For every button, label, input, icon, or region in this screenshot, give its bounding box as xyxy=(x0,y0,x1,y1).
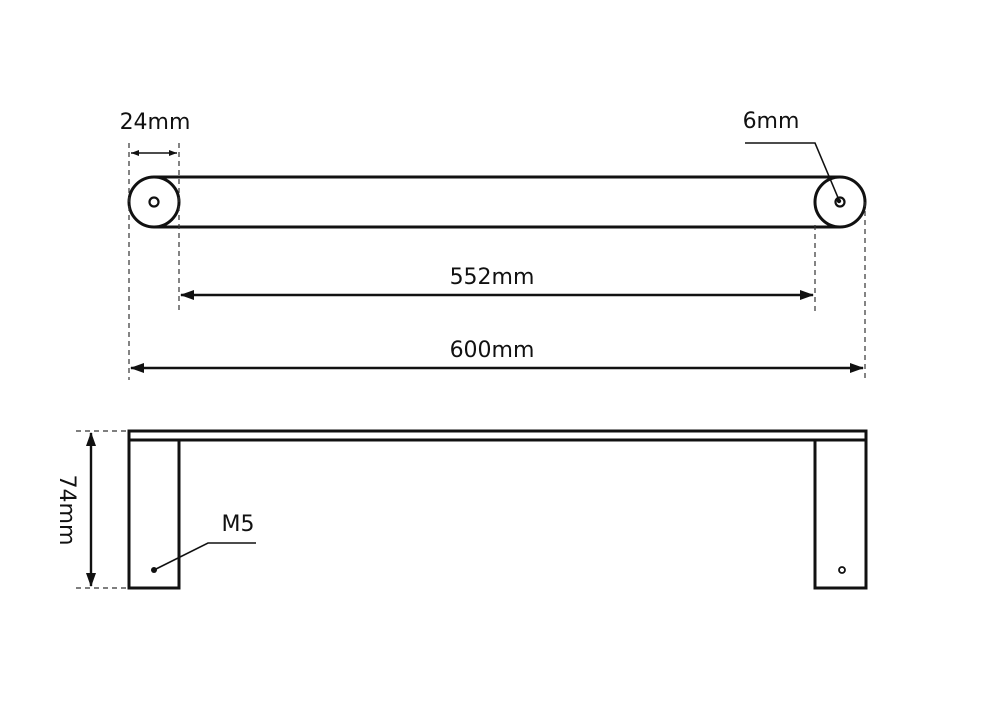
extension-lines xyxy=(76,143,866,589)
left-post xyxy=(127,438,181,590)
thread-label: M5 xyxy=(222,512,255,537)
top-view xyxy=(127,175,867,229)
end-diameter-label: 24mm xyxy=(120,110,191,135)
right-thread-hole xyxy=(838,566,846,574)
dimension-552mm: 552mm xyxy=(180,265,814,300)
height-label: 74mm xyxy=(54,475,79,546)
side-view xyxy=(127,429,868,590)
hole-diameter-label: 6mm xyxy=(743,109,800,134)
center-distance-label: 552mm xyxy=(450,265,535,290)
right-screw-hole xyxy=(834,196,846,208)
dimension-74mm: 74mm xyxy=(54,432,96,587)
left-mount-circle xyxy=(127,175,181,229)
dimension-24mm: 24mm xyxy=(120,110,191,156)
thread-callout: M5 xyxy=(153,512,256,571)
overall-length-label: 600mm xyxy=(450,338,535,363)
right-post xyxy=(813,438,868,590)
left-screw-hole xyxy=(148,196,160,208)
dimension-600mm: 600mm xyxy=(130,338,864,373)
bar-side xyxy=(127,429,868,442)
dimension-6mm: 6mm xyxy=(743,109,842,204)
